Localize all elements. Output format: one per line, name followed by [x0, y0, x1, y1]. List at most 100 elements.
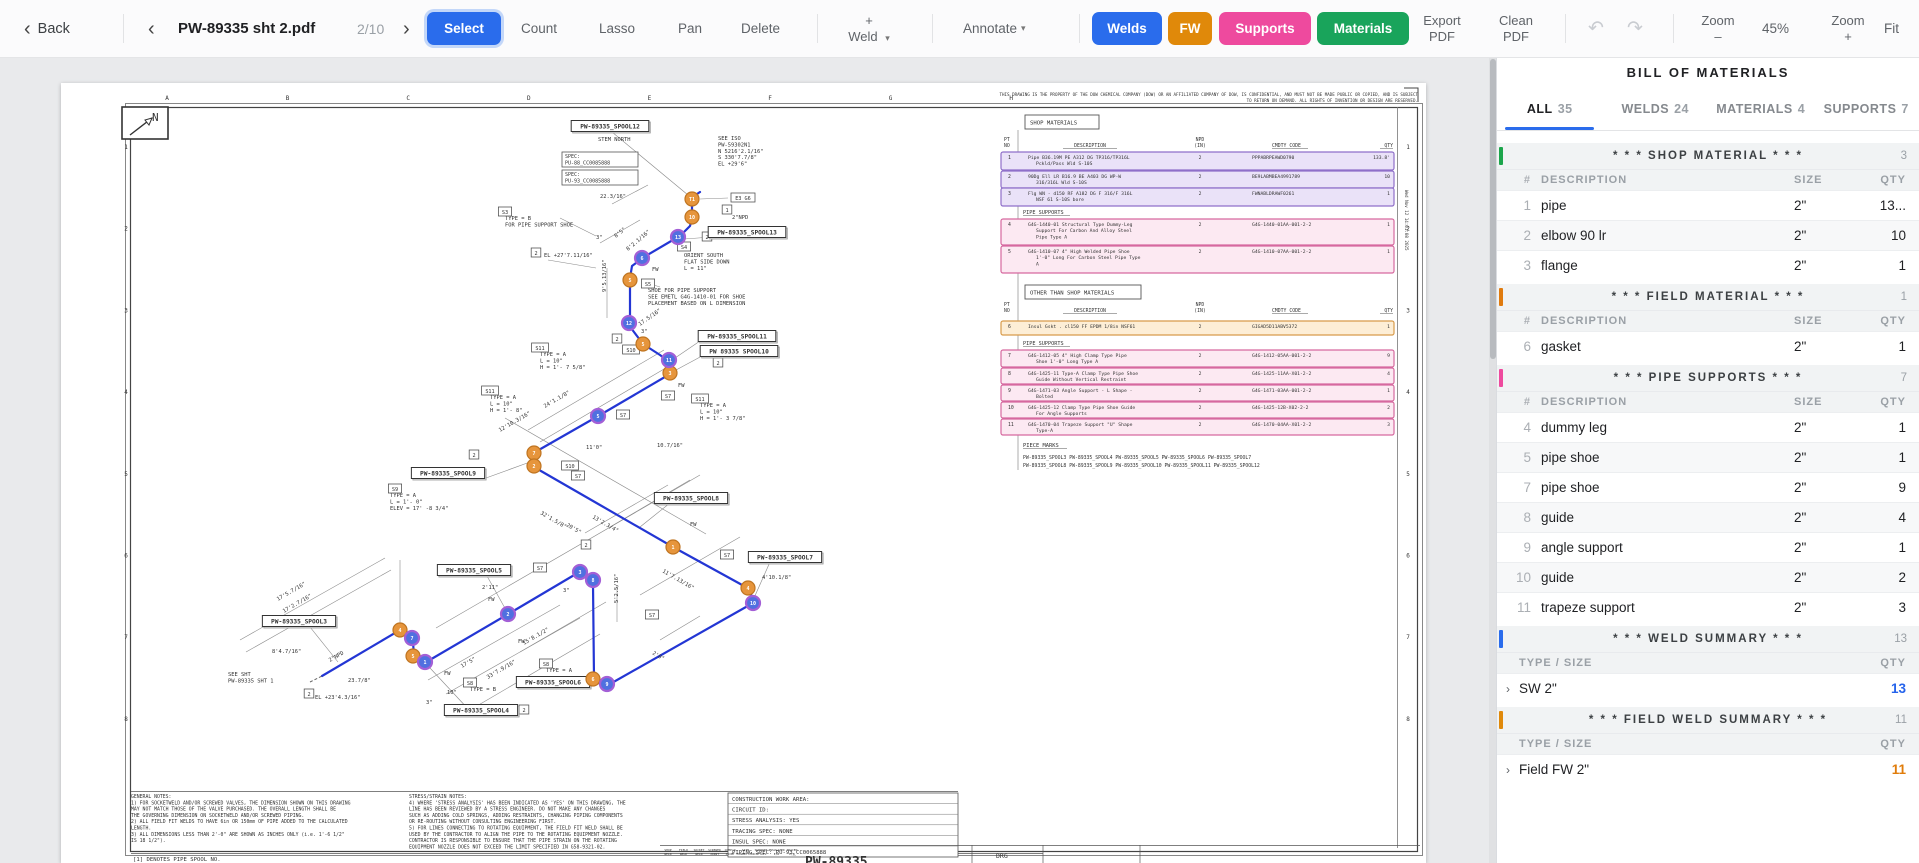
weld-summary-row[interactable]: ›SW 2"13: [1497, 673, 1919, 703]
lasso-button[interactable]: Lasso: [599, 21, 636, 36]
support-tag[interactable]: [530, 247, 542, 258]
support-tag[interactable]: [462, 677, 477, 688]
support-tag[interactable]: [561, 460, 579, 471]
highlighted-table-row[interactable]: [1000, 418, 1395, 436]
add-weld-button[interactable]: + Weld ▾: [838, 0, 900, 57]
field-weld-marker[interactable]: [589, 407, 607, 425]
shop-weld-marker[interactable]: [526, 458, 542, 474]
weld-summary-row[interactable]: ›Field FW 2"11: [1497, 754, 1919, 784]
support-tag[interactable]: [661, 390, 676, 401]
highlighted-table-row[interactable]: [1000, 218, 1395, 246]
shop-weld-marker[interactable]: [622, 272, 638, 288]
spool-label[interactable]: [410, 467, 486, 479]
supports-toggle-button[interactable]: Supports: [1219, 12, 1311, 45]
support-tag[interactable]: [611, 333, 623, 344]
support-tag[interactable]: [645, 609, 660, 620]
support-tag[interactable]: [616, 409, 631, 420]
spool-label[interactable]: [707, 226, 787, 238]
highlighted-table-row[interactable]: [1000, 151, 1395, 171]
materials-toggle-button[interactable]: Materials: [1317, 12, 1409, 45]
field-weld-marker[interactable]: [669, 228, 687, 246]
clean-pdf-button[interactable]: Clean PDF: [1489, 0, 1543, 57]
field-weld-marker[interactable]: [403, 629, 421, 647]
support-tag[interactable]: [580, 539, 592, 550]
support-tag[interactable]: [730, 192, 756, 203]
support-tag[interactable]: [538, 658, 553, 669]
shop-weld-marker[interactable]: [392, 622, 408, 638]
support-tag[interactable]: [691, 393, 709, 404]
highlighted-table-row[interactable]: [1000, 349, 1395, 368]
fit-button[interactable]: Fit: [1884, 21, 1899, 36]
field-weld-marker[interactable]: [633, 249, 651, 267]
next-page-button[interactable]: ›: [403, 0, 410, 57]
spool-label[interactable]: [261, 615, 337, 627]
export-pdf-button[interactable]: Export PDF: [1415, 0, 1469, 57]
shop-weld-marker[interactable]: [665, 539, 681, 555]
support-tag[interactable]: [468, 449, 480, 460]
delete-button[interactable]: Delete: [741, 21, 781, 36]
field-weld-marker[interactable]: [571, 563, 589, 581]
support-tag[interactable]: [497, 206, 512, 217]
highlighted-table-row[interactable]: [1000, 367, 1395, 385]
support-tag[interactable]: [570, 470, 585, 481]
highlighted-table-row[interactable]: [1000, 187, 1395, 207]
select-button[interactable]: Select: [427, 12, 501, 45]
pan-button[interactable]: Pan: [678, 21, 703, 36]
spool-label[interactable]: [697, 330, 777, 342]
redo-icon[interactable]: ↷: [1627, 18, 1643, 39]
zoom-out-button[interactable]: Zoom –: [1692, 0, 1744, 57]
spool-label[interactable]: [653, 492, 729, 504]
expand-chevron-icon[interactable]: ›: [1506, 762, 1510, 777]
prev-page-button[interactable]: ‹: [148, 0, 155, 57]
spool-label[interactable]: [443, 704, 519, 716]
support-tag[interactable]: [531, 342, 549, 353]
highlighted-table-row[interactable]: [1000, 401, 1395, 419]
highlighted-table-row[interactable]: [1000, 384, 1395, 402]
shop-weld-marker[interactable]: [684, 191, 700, 207]
welds-toggle-button[interactable]: Welds: [1092, 12, 1162, 45]
spool-label[interactable]: [436, 564, 512, 576]
shop-weld-marker[interactable]: [684, 209, 700, 225]
field-weld-marker[interactable]: [416, 653, 434, 671]
field-weld-marker[interactable]: [584, 571, 602, 589]
expand-chevron-icon[interactable]: ›: [1506, 681, 1510, 696]
zoom-in-button[interactable]: Zoom +: [1822, 0, 1874, 57]
annotate-dropdown[interactable]: Annotate ▾: [963, 0, 1026, 57]
shop-weld-marker[interactable]: [635, 336, 651, 352]
spool-label[interactable]: [570, 120, 650, 132]
field-weld-marker[interactable]: [598, 675, 616, 693]
highlighted-table-row[interactable]: [1000, 320, 1395, 336]
support-tag[interactable]: [720, 549, 735, 560]
field-weld-marker[interactable]: [620, 314, 638, 332]
spool-label[interactable]: [699, 345, 779, 357]
fw-toggle-button[interactable]: FW: [1168, 12, 1212, 45]
shop-weld-marker[interactable]: [585, 671, 601, 687]
support-tag[interactable]: [641, 278, 656, 289]
shop-weld-marker[interactable]: [740, 580, 756, 596]
undo-icon[interactable]: ↶: [1588, 18, 1604, 39]
support-tag[interactable]: [721, 204, 733, 215]
count-button[interactable]: Count: [521, 21, 558, 36]
field-weld-marker[interactable]: [499, 605, 517, 623]
support-tag[interactable]: [481, 385, 499, 396]
spool-label[interactable]: [747, 551, 823, 563]
support-tag[interactable]: [303, 688, 315, 699]
field-weld-marker[interactable]: [744, 594, 762, 612]
field-weld-marker[interactable]: [660, 351, 678, 369]
back-button[interactable]: ‹ Back: [24, 0, 70, 57]
highlighted-table-row[interactable]: [1000, 245, 1395, 274]
support-tag[interactable]: [387, 483, 402, 494]
